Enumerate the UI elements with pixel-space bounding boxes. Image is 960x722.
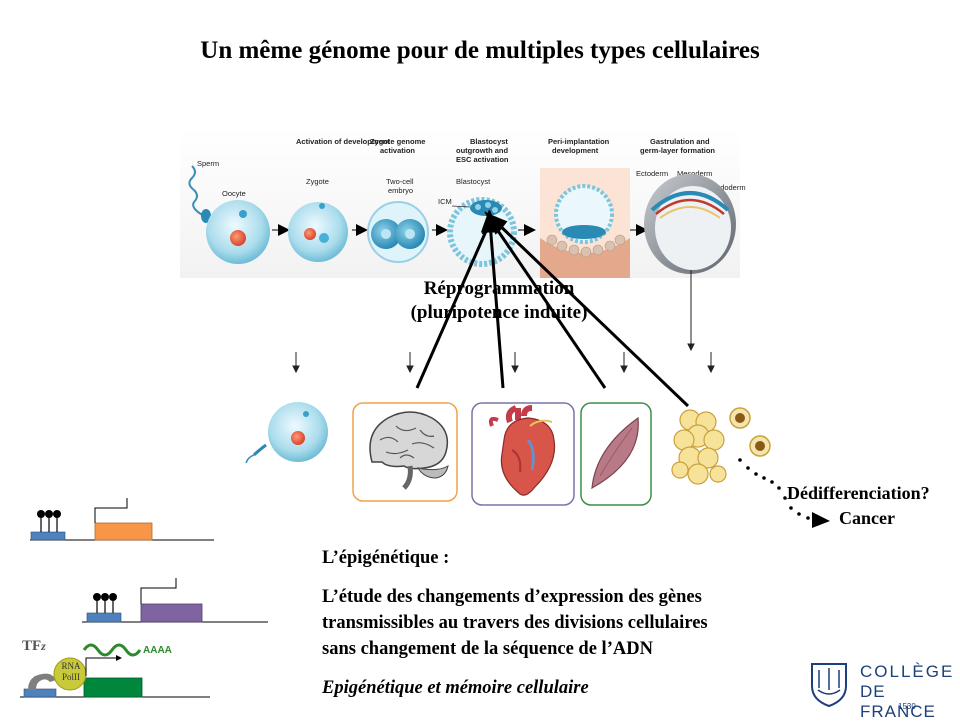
polya-label: AAAA	[143, 645, 172, 656]
epigenetics-heading: L’épigénétique :	[322, 548, 450, 568]
reprogramming-arrows	[415, 209, 690, 408]
endoderm-label: Endoderm	[711, 183, 746, 192]
epigenetics-subtitle: Epigénétique et mémoire cellulaire	[322, 678, 589, 698]
rna-text: RNA	[61, 661, 81, 671]
rna-polii-label: RNA PolII	[56, 661, 86, 683]
sperm-label: Sperm	[197, 159, 219, 168]
stage-header-1: Activation of development	[296, 137, 390, 146]
zygote-cell	[288, 202, 348, 262]
heart-icon	[488, 405, 556, 496]
definition-line: L’étude des changements d’expression des…	[322, 587, 702, 607]
mesoderm-label: Mesoderm	[677, 169, 712, 178]
peri-implantation	[540, 168, 630, 278]
gene-diagram-2	[82, 578, 268, 623]
polii-text: PolII	[62, 672, 80, 682]
zygote-label: Zygote	[306, 177, 329, 186]
tf-text: TF	[22, 638, 42, 654]
logo-year: 1530	[898, 702, 916, 711]
logo-line2: DE FRANCE	[860, 682, 936, 721]
definition-line: transmissibles au travers des divisions …	[322, 613, 708, 633]
dedifferentiation-arrow	[738, 458, 830, 528]
reprogramming-line1: Réprogrammation	[423, 278, 575, 299]
brain-icon	[369, 411, 449, 490]
reprogramming-label: Réprogrammation (pluripotence induite)	[379, 277, 619, 325]
gene-diagram-1	[30, 498, 214, 541]
oocyte-label: Oocyte	[222, 189, 246, 198]
germ-cell-tile	[245, 402, 328, 464]
adipose-icon	[671, 407, 771, 485]
tf-subscript: z	[41, 639, 46, 653]
differentiation-arrows	[292, 270, 715, 374]
gene-diagram-3	[20, 643, 210, 698]
cancer-label: Cancer	[839, 508, 895, 528]
logo-line1: COLLÈGE	[860, 662, 955, 681]
blastocyst-label: Blastocyst	[456, 177, 491, 186]
college-de-france-emblem	[811, 663, 847, 708]
icm-label: ICM	[438, 197, 452, 206]
epigenetics-definition: L’étude des changements d’expression des…	[322, 584, 708, 662]
tf-label: TFz	[22, 638, 46, 655]
ectoderm-label: Ectoderm	[636, 169, 668, 178]
reprogramming-line2: (pluripotence induite)	[410, 302, 588, 323]
gastrulation	[644, 174, 736, 274]
oocyte-cell	[188, 165, 270, 264]
two-cell-embryo	[367, 201, 429, 263]
slide-title: Un même génome pour de multiples types c…	[200, 37, 760, 64]
muscle-icon	[591, 416, 639, 490]
dedifferentiation-label: Dédifferenciation?	[787, 483, 930, 503]
definition-line: sans changement de la séquence de l’ADN	[322, 639, 653, 659]
